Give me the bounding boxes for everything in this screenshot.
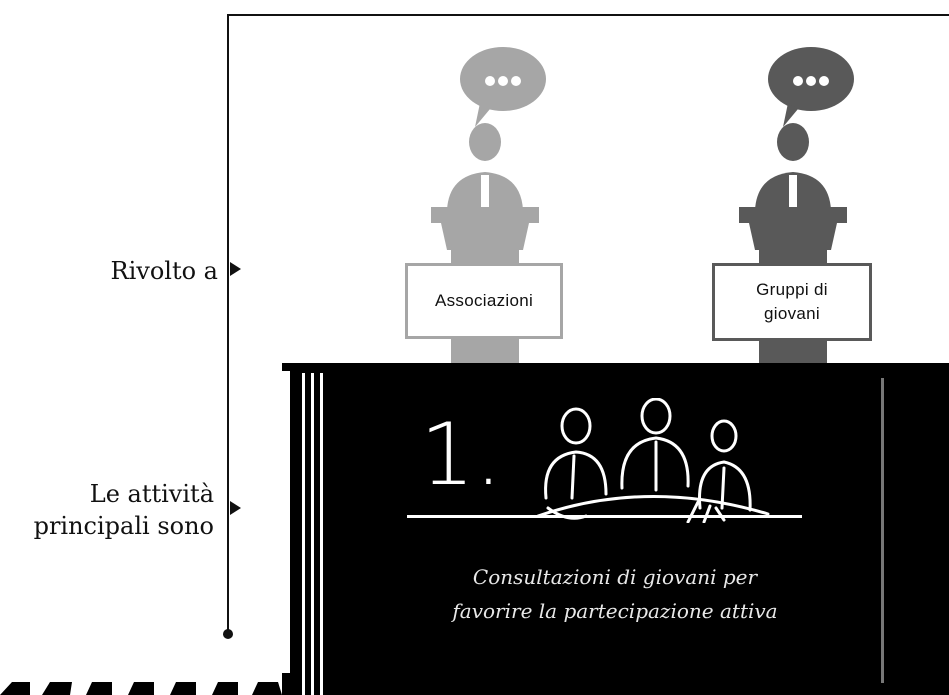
activity-panel [290, 363, 949, 695]
speaker-name-associazioni: Associazioni [434, 291, 534, 310]
podium-label-gruppi-giovani: Gruppi di giovani [712, 263, 872, 341]
panel-stripe [302, 373, 305, 695]
frame-top-line [228, 14, 949, 16]
timeline-line [227, 14, 229, 634]
panel-stripe [311, 373, 314, 695]
speaker-name-line2: giovani [764, 304, 820, 323]
panel-notch-top [282, 363, 294, 371]
label-rivolto: Rivolto a [110, 257, 218, 285]
activity-divider [407, 515, 802, 518]
activity-number: 1. [420, 405, 503, 505]
speaker-name-line1: Gruppi di [756, 280, 828, 299]
label-attivita-line1: Le attività [89, 480, 214, 508]
activity-description: Consultazioni di giovani per favorire la… [380, 560, 850, 628]
arrow-attivita-icon [230, 501, 241, 515]
arrow-rivolto-icon [230, 262, 241, 276]
panel-notch-bottom [282, 673, 294, 695]
podium-label-associazioni: Associazioni [405, 263, 563, 339]
decorative-border [0, 682, 282, 695]
label-attivita-line2: principali sono [33, 512, 214, 540]
panel-stripe [320, 373, 323, 695]
timeline-end-dot [223, 629, 233, 639]
panel-stripe-right [881, 378, 884, 683]
description-line2: favorire la partecipazione attiva [452, 599, 778, 623]
meeting-people-icon [536, 398, 770, 523]
description-line1: Consultazioni di giovani per [472, 565, 758, 589]
